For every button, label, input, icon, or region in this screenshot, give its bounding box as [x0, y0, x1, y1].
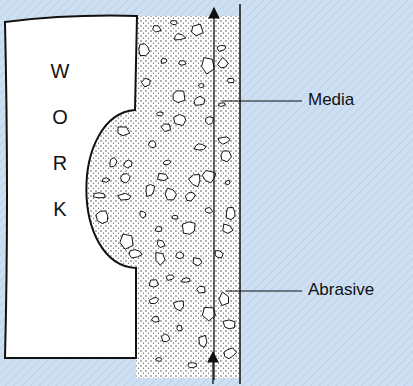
- abrasive-grain: [118, 127, 130, 136]
- abrasive-grain: [165, 188, 176, 200]
- abrasive-grain: [173, 91, 185, 103]
- abrasive-grain: [96, 211, 108, 223]
- abrasive-grain: [217, 46, 225, 52]
- flow-arrow: [212, 352, 213, 384]
- abrasive-grain: [194, 96, 205, 105]
- abrasive-grain: [151, 317, 159, 322]
- abrasive-grain: [202, 58, 215, 74]
- abrasive-grain: [153, 26, 161, 32]
- abrasive-grain: [158, 173, 168, 180]
- abrasive-grain: [161, 334, 169, 342]
- media-label: Media: [308, 91, 354, 110]
- abrasive-grain: [197, 286, 206, 293]
- abrasive-grain: [199, 335, 207, 347]
- abrasive-grain: [121, 174, 131, 183]
- abrasive-grain: [175, 34, 186, 40]
- abrasive-grain: [173, 114, 185, 125]
- abrasive-label: Abrasive: [308, 281, 374, 300]
- abrasive-grain: [226, 207, 235, 219]
- abrasive-grain: [173, 301, 183, 311]
- abrasive-grain: [155, 226, 162, 231]
- abrasive-grain: [194, 144, 206, 150]
- abrasive-grain: [188, 363, 196, 368]
- abrasive-grain: [149, 280, 158, 287]
- abrasive-grain: [179, 61, 187, 66]
- abrasive-grain: [206, 117, 214, 125]
- abrasive-grain: [110, 158, 117, 167]
- abrasive-grain: [198, 83, 203, 87]
- abrasive-grain: [223, 224, 233, 233]
- abrasive-grain: [185, 192, 195, 201]
- abrasive-grain: [123, 160, 132, 168]
- workpiece-label: WORK: [50, 48, 70, 232]
- workpiece-outline: [5, 16, 137, 358]
- abrasive-grain: [156, 253, 165, 266]
- abrasive-grain: [156, 112, 163, 116]
- abrasive-grain: [102, 178, 110, 182]
- abrasive-grain: [120, 234, 133, 249]
- abrasive-grain: [172, 215, 178, 219]
- abrasive-grain: [157, 240, 165, 248]
- abrasive-grain: [205, 208, 212, 214]
- abrasive-grain: [139, 44, 150, 56]
- abrasive-grain: [142, 78, 151, 87]
- abrasive-grain: [221, 151, 232, 162]
- abrasive-grain: [193, 258, 202, 266]
- leader-line: [226, 290, 302, 291]
- abrasive-grain: [224, 348, 237, 359]
- abrasive-grain: [189, 175, 200, 187]
- abrasive-grain: [148, 141, 155, 148]
- abrasive-grain: [156, 358, 162, 362]
- abrasive-grain: [129, 250, 142, 258]
- abrasive-grain: [161, 58, 167, 63]
- abrasive-grain: [166, 275, 174, 280]
- abrasive-grain: [118, 193, 131, 200]
- abrasive-grain: [215, 251, 223, 258]
- abrasive-grain: [218, 58, 228, 68]
- channel-wall: [239, 4, 241, 384]
- abrasive-grain: [164, 160, 171, 165]
- flow-arrow: [213, 8, 214, 380]
- abrasive-grain: [228, 78, 235, 82]
- abrasive-grain: [149, 297, 158, 303]
- abrasive-grain: [140, 211, 146, 218]
- abrasive-grain: [181, 278, 190, 282]
- abrasive-grain: [176, 252, 184, 259]
- abrasive-grain: [170, 21, 177, 25]
- abrasive-grain: [223, 320, 235, 329]
- leader-line: [222, 100, 302, 101]
- abrasive-grain: [93, 193, 105, 198]
- abrasive-grain: [192, 24, 204, 36]
- abrasive-grain: [146, 185, 155, 197]
- abrasive-grain: [219, 292, 229, 305]
- abrasive-grain: [225, 180, 230, 185]
- abrasive-grain: [177, 325, 183, 331]
- abrasive-grain: [161, 124, 170, 132]
- abrasive-grain: [182, 222, 195, 234]
- abrasive-grain: [218, 103, 225, 106]
- abrasive-grain: [218, 137, 230, 144]
